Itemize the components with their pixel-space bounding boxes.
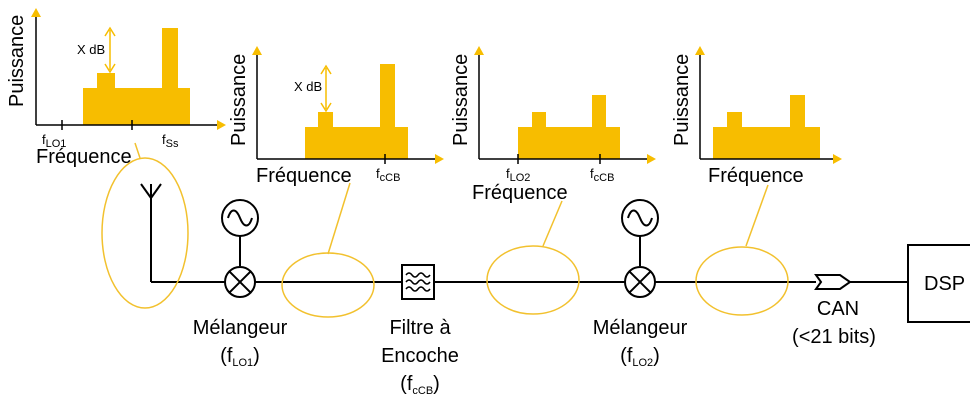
y-axis-arrow-3 <box>474 46 484 55</box>
y-axis-arrow-2 <box>252 46 262 55</box>
spectrum-plot-1: X dB Puissance Fréquence fLO1 fSs <box>6 8 226 168</box>
tap-ellipse-after-mixer2 <box>695 246 789 316</box>
spectrum-shape-3 <box>518 95 620 159</box>
y-axis-label-2: Puissance <box>228 54 250 146</box>
tick-label-fccb-3: fcCB <box>590 166 614 184</box>
oscillator-icon <box>621 199 659 237</box>
mixer-icon <box>624 266 656 298</box>
mixer2-label: Mélangeur <box>593 317 688 339</box>
x-axis-arrow-3 <box>647 154 656 164</box>
tap-ellipse-after-mixer1 <box>281 252 375 318</box>
spectrum-plot-4: Puissance Fréquence <box>671 46 842 187</box>
tick-label-flo1: fLO1 <box>42 132 66 150</box>
db-label-2: X dB <box>294 79 322 94</box>
x-axis-arrow-2 <box>435 154 444 164</box>
spectrum-plot-2: X dB Puissance Fréquence fcCB <box>228 46 444 187</box>
mixer1-freq: (fLO1) <box>220 345 260 369</box>
y-axis-label-1: Puissance <box>6 15 28 107</box>
filter-freq: (fcCB) <box>400 373 440 397</box>
oscillator-icon <box>221 199 259 237</box>
filter-label-line1: Filtre à <box>389 317 451 339</box>
mixer-icon <box>224 266 256 298</box>
x-axis-label-2: Fréquence <box>256 165 352 187</box>
y-axis-arrow-4 <box>695 46 705 55</box>
spectrum-plot-3: Puissance Fréquence fLO2 fcCB <box>450 46 656 204</box>
y-axis-arrow-1 <box>31 8 41 17</box>
signal-chain <box>150 198 908 283</box>
adc-label: CAN <box>817 298 859 320</box>
x-axis-arrow-1 <box>217 120 226 130</box>
tick-label-fccb-2: fcCB <box>376 166 400 184</box>
db-label-1: X dB <box>77 42 105 57</box>
tick-label-flo2: fLO2 <box>506 166 530 184</box>
antenna-icon <box>140 183 162 199</box>
callout-lines <box>134 142 769 255</box>
tick-label-fss: fSs <box>162 132 179 150</box>
x-axis-arrow-4 <box>833 154 842 164</box>
x-axis-label-1: Fréquence <box>36 146 132 168</box>
adc-bits: (<21 bits) <box>792 326 876 348</box>
y-axis-label-3: Puissance <box>450 54 472 146</box>
spectrum-shape-2 <box>305 64 408 159</box>
adc-icon <box>814 274 852 290</box>
spectrum-shape-1 <box>83 28 190 125</box>
filter-label-line2: Encoche <box>381 345 459 367</box>
spectrum-shape-4 <box>713 95 820 159</box>
signal-tap-ellipses <box>101 157 789 318</box>
tap-ellipse-after-filter <box>486 245 580 315</box>
y-axis-label-4: Puissance <box>671 54 693 146</box>
notch-filter-icon <box>401 264 435 300</box>
mixer2-freq: (fLO2) <box>620 345 660 369</box>
dsp-block: DSP <box>907 244 970 323</box>
dsp-label: DSP <box>924 273 965 295</box>
x-axis-label-3: Fréquence <box>472 182 568 204</box>
mixer1-label: Mélangeur <box>193 317 288 339</box>
tap-ellipse-antenna <box>101 157 189 309</box>
x-axis-label-4: Fréquence <box>708 165 804 187</box>
